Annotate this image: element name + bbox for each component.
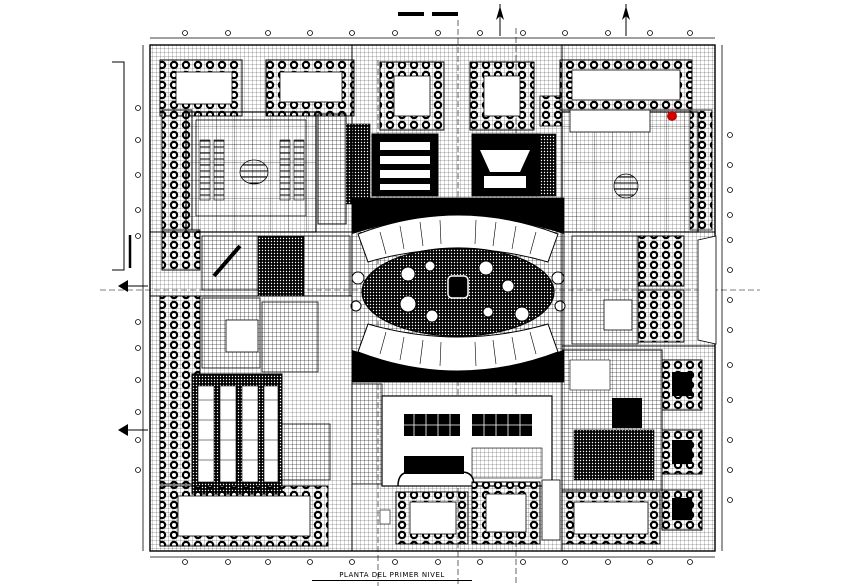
dimension-line-bottom xyxy=(150,556,715,565)
elevation-bracket xyxy=(112,61,132,271)
north-arrow-icon xyxy=(622,4,630,36)
building-bottom-right xyxy=(561,349,703,545)
dimension-line-left xyxy=(135,45,144,551)
building-top-left xyxy=(159,59,371,233)
north-arrow-icon xyxy=(496,4,504,36)
building-right-mid xyxy=(571,235,717,345)
building-bottom-center xyxy=(351,383,561,545)
dimension-line-right xyxy=(721,45,733,551)
scale-bar xyxy=(398,12,458,16)
building-bottom-left xyxy=(159,295,331,547)
section-marker-icon xyxy=(118,280,148,292)
central-plaza xyxy=(350,197,566,383)
dimension-line-top xyxy=(150,30,715,39)
building-top-right xyxy=(539,59,713,233)
walkways xyxy=(150,45,715,551)
drawing-caption: PLANTA DEL PRIMER NIVEL xyxy=(312,571,472,581)
section-marker-icon xyxy=(118,424,148,436)
building-top-center xyxy=(371,61,557,197)
